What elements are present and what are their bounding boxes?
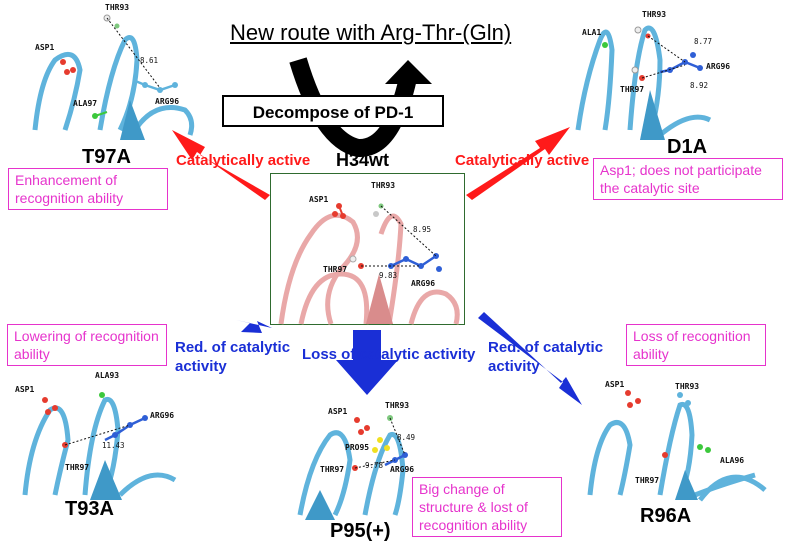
d1a-arrow-label: Catalytically active	[455, 152, 590, 169]
d1a-structure: ALA1 THR93 THR97 ARG96 8.77 8.92	[575, 10, 730, 140]
d1a-dist-1: 8.77	[694, 37, 712, 46]
r96a-res-thr93: THR93	[675, 382, 699, 391]
center-res-asp1: ASP1	[309, 195, 328, 204]
red-arrow-left	[172, 130, 270, 200]
center-res-thr93: THR93	[371, 181, 395, 190]
center-dist-2: 9.83	[379, 271, 397, 280]
r96a-note: Loss of recognition ability	[626, 324, 766, 366]
t93a-note: Lowering of recognition ability	[7, 324, 167, 366]
t97a-res-ala97: ALA97	[73, 99, 97, 108]
t97a-res-arg96: ARG96	[155, 97, 179, 106]
d1a-res-thr97: THR97	[620, 85, 644, 94]
p95-arrow-label: Loss of catalytic activity	[302, 346, 476, 363]
center-structure-panel: ASP1 THR93 THR97 ARG96 8.95 9.83	[270, 173, 465, 325]
d1a-res-arg96: ARG96	[706, 62, 730, 71]
red-arrow-right	[466, 127, 570, 200]
figure-title: New route with Arg-Thr-(Gln)	[230, 20, 512, 45]
decompose-box: Decompose of PD-1	[222, 95, 444, 127]
p95-res-pro95: PRO95	[345, 443, 369, 452]
p95-name: P95(+)	[330, 520, 391, 542]
t93a-res-arg96: ARG96	[150, 411, 174, 420]
r96a-structure: ASP1 THR93 THR97 ALA96	[587, 380, 767, 502]
blue-arrow-down	[336, 330, 398, 395]
d1a-note: Asp1; does not participate the catalytic…	[593, 158, 783, 200]
cycle-arrowhead	[385, 60, 432, 84]
r96a-res-thr97: THR97	[635, 476, 659, 485]
t93a-res-asp1: ASP1	[15, 385, 34, 394]
center-name: H34wt	[336, 150, 390, 170]
r96a-res-ala96: ALA96	[720, 456, 744, 465]
t97a-res-asp1: ASP1	[35, 43, 54, 52]
center-res-thr97: THR97	[323, 265, 347, 274]
t93a-arrow-label: Red. of catalytic activity	[175, 339, 291, 375]
t97a-dist: 8.61	[140, 56, 158, 65]
center-structure: ASP1 THR93 THR97 ARG96 8.95 9.83	[278, 181, 460, 325]
t93a-res-ala93: ALA93	[95, 371, 119, 380]
t97a-name: T97A	[82, 146, 131, 168]
p95-dist-1: 8.49	[397, 433, 415, 442]
t97a-res-thr93: THR93	[105, 3, 129, 12]
r96a-res-asp1: ASP1	[605, 380, 624, 389]
t97a-arrow-label: Catalytically active	[176, 152, 311, 169]
center-dist-1: 8.95	[413, 225, 431, 234]
blue-arrow-right	[478, 312, 582, 405]
t93a-name: T93A	[65, 498, 114, 520]
center-res-arg96: ARG96	[411, 279, 435, 288]
r96a-arrow-label: Red. of catalytic activity	[488, 339, 604, 375]
d1a-name: D1A	[667, 136, 708, 158]
d1a-res-ala1: ALA1	[582, 28, 601, 37]
p95-note: Big change of structure & lost of recogn…	[412, 477, 562, 537]
d1a-dist-2: 8.92	[690, 81, 708, 90]
p95-dist-2: 9.78	[365, 461, 384, 470]
blue-arrow-left	[236, 320, 272, 333]
t93a-dist: 11.43	[102, 441, 125, 450]
t93a-structure: ASP1 ALA93 THR97 ARG96 11.43	[15, 371, 177, 500]
t97a-note: Enhancement of recognition ability	[8, 168, 168, 210]
t97a-structure: ASP1 THR93 ALA97 ARG96 8.61	[32, 3, 195, 140]
r96a-name: R96A	[640, 505, 692, 527]
p95-res-asp1: ASP1	[328, 407, 347, 416]
p95-res-thr97: THR97	[320, 465, 344, 474]
d1a-res-thr93: THR93	[642, 10, 666, 19]
p95-structure: ASP1 THR93 PRO95 THR97 ARG96 8.49 9.78	[297, 401, 415, 520]
t93a-res-thr97: THR97	[65, 463, 89, 472]
p95-res-thr93: THR93	[385, 401, 409, 410]
p95-res-arg96: ARG96	[390, 465, 414, 474]
